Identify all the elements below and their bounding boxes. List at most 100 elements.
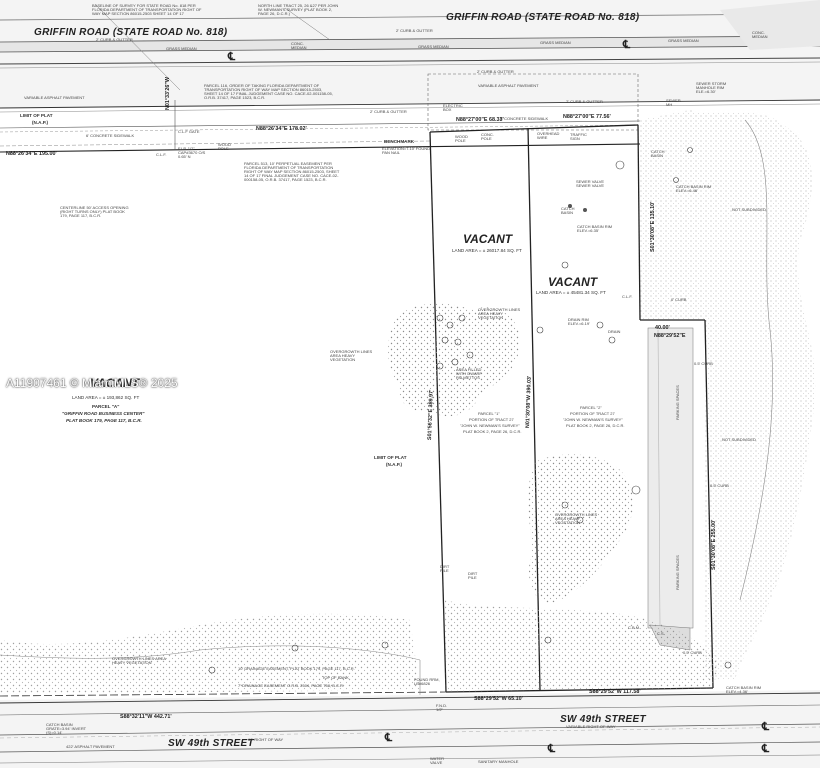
sewer-valve-label: SEWER VALVE SEWER VALVE [576,179,605,188]
svg-text:℄: ℄ [384,732,393,744]
bearing-east-jog: N88°29'52"E [654,333,686,339]
curb-gutter-label-3: 2' CURB & GUTTER [477,69,514,74]
svg-text:℄: ℄ [761,743,770,755]
parcel-2-survey: "JOHN W. NEWMAN'S SURVEY" [563,417,623,422]
benchmark-elevation: ELEVATION=7.10' FOUND PAN NAIL [382,146,431,155]
bearing-east-upper: S01°30'08"E 135.10' [650,201,656,252]
svg-text:℄: ℄ [761,721,770,733]
overgrowth-label-1: OVERGROWTH LINES AREA HEAVY VEGETATION [478,307,521,320]
parcel-1-plat: PLAT BOOK 2, PAGE 26, D.C.R. [463,429,522,434]
benchmark-label: BENCHMARK [384,139,415,144]
curb-gutter-label-5: 2' CURB & GUTTER [566,99,603,104]
parcel-1-survey: "JOHN W. NEWMAN'S SURVEY" [460,423,520,428]
vegetation-areas [0,303,720,694]
bearing-parcel1-south: S88°29'52"W 65.10' [474,696,523,702]
limit-of-plat-label-1: LIMIT OF PLAT [20,113,53,118]
catch-basin-label-5: CATCH BASIN RIM ELEV.=4.36' [726,685,762,694]
drain-label-1: DRAIN RIM ELEV.=6.19' [568,317,590,326]
electric-box-label: ELECTRIC BOX [443,103,463,112]
sw49-street-label-east: SW 49th STREET [560,714,646,725]
parcel-1-name: PARCEL "1" [478,411,500,416]
curb-label-4: 0.5' CURB [683,650,702,655]
curb-gutter-label-2: 2' CURB & GUTTER [396,28,433,33]
parcel-1-tract: PORTION OF TRACT 27 [469,417,514,422]
grass-median-label-1: GRASS MEDIAN [166,46,197,51]
bearing-west-south: S88°32'11"W 442.71' [120,714,172,720]
limit-of-plat-label-2: LIMIT OF PLAT [374,455,407,460]
curb-label-2: 0.5' CURB [694,361,713,366]
griffin-road-label-west: GRIFFIN ROAD (STATE ROAD No. 818) [34,27,228,38]
clf-gate-label: C.L.F GATE [178,129,200,134]
wood-pole-label-1: WOOD POLE [218,142,231,151]
parcel-116-note: PARCEL 116, ORDER OF TAKING FLORIDA DEPA… [204,83,333,100]
sewer-mh-label: SEWER MH [666,98,681,107]
centerline-note: CENTERLINE 50' ACCESS OPENING (RIGHT TUR… [60,205,129,218]
sw49-street-label-west: SW 49th STREET [168,738,254,749]
catch-basin-label-3: CATCH BASIN RIM ELEV.=6.35' [577,224,613,233]
area-filled-label: AREA FILLED WITH DWARF PALMETTOS [456,367,482,380]
water-valve-label: WATER VALVE [430,756,444,765]
bearing-parcel2-south: S88°29'52"W 117.58' [589,689,641,695]
grass-median-label-2: GRASS MEDIAN [418,44,449,49]
bearing-parcel1-north: N88°27'00"E 68.33' [456,117,504,123]
parcel-2-area: LAND AREA = ± 45481.34 SQ. FT [536,290,606,295]
parcel-1-vacant: VACANT [463,232,513,246]
fnd-label: F.N.D. 1/2" [436,703,448,712]
parking-strip [647,327,694,651]
drainage-easement-label-1: 10' DRAINAGE EASEMENT, PLAT BOOK 179, PA… [238,666,355,671]
parcel-2-plat: PLAT BOOK 2, PAGE 26, D.C.R. [566,423,625,428]
north-line-note: NORTH LINE TRACT 25, 26 &27 PER JOHN W. … [258,3,339,16]
mls-watermark: A11907461 © MiamiMLS® 2025 [6,376,178,390]
bearing-parcel2-north: N88°27'00"E 77.56' [563,114,611,120]
parcel-2-vacant: VACANT [548,275,598,289]
conc-pole-label: CONC. POLE [481,132,494,141]
east-embankment [640,0,820,680]
row-60-label: 60' RIGHT OF WAY [248,737,284,742]
sidewalk-label-1: 6' CONCRETE SIDEWALK [86,133,135,138]
parcel-a-vacant: VACANT [90,376,140,390]
fip-label: F.I.P. 1/2" CAP#3670 O/S 0.65' N [178,146,206,159]
variable-row-label: VARIABLE RIGHT-OF-WAY [566,724,616,729]
svg-text:℄: ℄ [622,39,631,51]
parcel-513-note: PARCEL 513, 10' PERPETUAL EASEMENT PER F… [244,161,340,182]
limit-of-plat-sub-2: (N.A.P.) [386,462,402,467]
wood-pole-label-2: WOOD POLE [455,134,468,143]
baseline-note: BASELINE OF SURVEY FOR STATE ROAD No. 81… [92,3,202,16]
grass-median-label-3: GRASS MEDIAN [540,40,571,45]
parcel-a-center: "GRIFFIN ROAD BUSINESS CENTER" [62,411,145,416]
sw49-street-band [0,690,820,768]
asphalt-pavement-label-2: VARIABLE ASPHALT PAVEMENT [478,83,539,88]
traffic-sign-label: TRAFFIC SIGN [570,132,587,141]
bearing-east-lower: S01°30'08"E 255.00' [711,519,717,570]
catch-basin-label-4: CATCH BASIN [561,206,575,215]
dirt-pile-label-1: DIRT PILE [440,564,450,573]
svg-text:℄: ℄ [547,743,556,755]
top-of-bank-label: TOP OF BANK [322,675,349,680]
parcel-a-plat: PLAT BOOK 179, PAGE 117, B.C.R. [66,418,142,423]
curb-gutter-label-4: 2' CURB & GUTTER [370,109,407,114]
bearing-west-north: N88°26'34"E 195.00' [6,151,57,157]
centerline-symbols: ℄ ℄ ℄ ℄ ℄ ℄ [227,39,770,755]
bearing-middle-north: N88°26'34"E 178.02' [256,126,307,132]
catch-basin-label-1: CATCH BASIN [651,149,665,158]
grass-median-label-4: GRASS MEDIAN [668,38,699,43]
limit-of-plat-sub-1: (N.A.P.) [32,120,48,125]
asphalt-422-label: 422' ASPHALT PAVEMENT [66,744,115,749]
parking-spaces-label-1: PARKING SPACES [675,385,680,420]
sanitary-manhole-label: SANITARY MANHOLE [478,759,519,764]
svg-text:℄: ℄ [227,51,236,63]
griffin-road-label-east: GRIFFIN ROAD (STATE ROAD No. 818) [446,12,640,23]
catch-basin-label-6: CATCH BASIN GRATE=3.94' INVERT (S)=0.14' [46,722,87,735]
curb-label-3: 0.5' CURB [710,483,729,488]
clf-label-1: C.L.F. [156,152,167,157]
overgrowth-label-2: OVERGROWTH LINES AREA HEAVY VEGETATION [330,349,373,362]
parcel-2-tract: PORTION OF TRACT 27 [570,411,615,416]
griffin-road-band [0,0,820,153]
parcel-a-area: LAND AREA = ± 193,862 SQ. FT [72,395,140,400]
not-subdivided-label-1: NOT SUBDIVIDED [732,207,766,212]
catch-basin-label-2: CATCH BASIN RIM ELEV.=6.46' [676,184,712,193]
not-subdivided-label-2: NOT SUBDIVIDED [722,437,756,442]
drain-label-2: DRAIN [608,329,621,334]
